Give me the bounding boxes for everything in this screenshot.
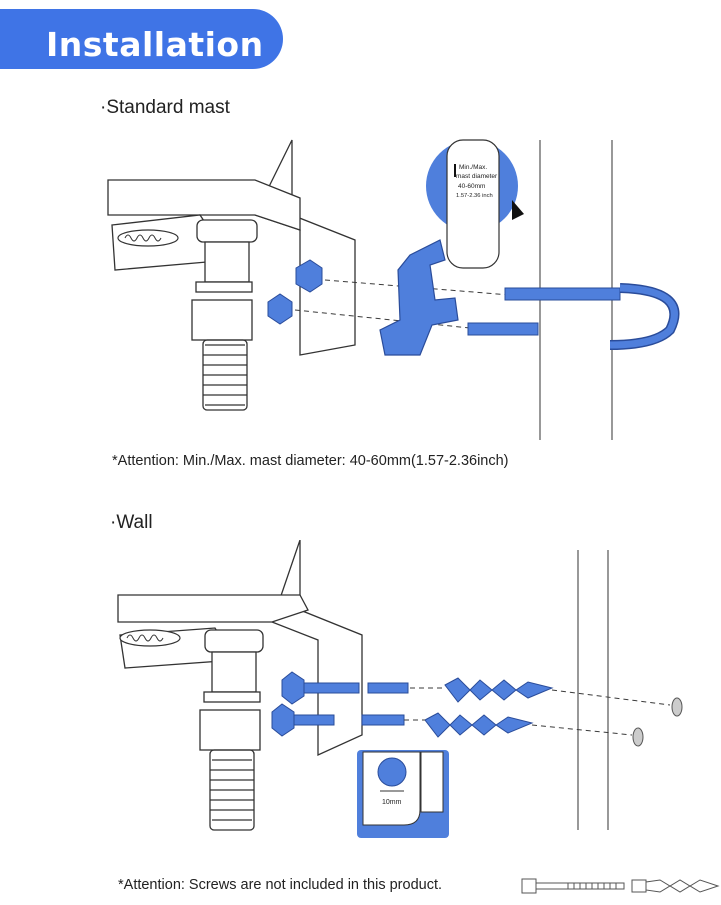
attention-note-mast: *Attention: Min./Max. mast diameter: 40-… (112, 453, 509, 469)
wall-plug-icon (424, 677, 554, 738)
hole-size-label: 10mm (382, 799, 402, 806)
grip-detail (117, 229, 179, 247)
attention-note-screws: *Attention: Screws are not included in t… (118, 877, 443, 893)
bolt-icon (271, 671, 409, 737)
u-bolt (467, 283, 680, 350)
drill-hole (632, 697, 683, 747)
nut-icon (267, 259, 323, 325)
hole-diameter-callout: 10mm (357, 750, 449, 838)
screw-and-plug-illustration (521, 878, 720, 894)
standard-mast-diagram: Min./Max. mast diameter 40-60mm 1.57-2.3… (107, 139, 680, 440)
grip-detail (119, 629, 181, 647)
wall-plug-icon (631, 879, 720, 893)
page-title: Installation (46, 25, 264, 64)
wall-diagram: 10mm (117, 540, 683, 838)
section-label-wall: ·Wall (110, 512, 153, 533)
connector (199, 629, 264, 831)
callout-line-3: 40-60mm (458, 183, 485, 190)
callout-line-2: mast diameter (456, 173, 498, 180)
section-label-standard-mast: ·Standard mast (100, 97, 230, 118)
mast-diameter-callout: Min./Max. mast diameter 40-60mm 1.57-2.3… (426, 139, 524, 269)
title-banner: Installation (0, 9, 283, 69)
connector (191, 219, 258, 411)
clamp-bracket (379, 239, 459, 356)
bolt-icon (521, 878, 625, 894)
callout-line-1: Min./Max. (459, 164, 487, 171)
callout-line-4: 1.57-2.36 inch (456, 193, 493, 199)
wall (577, 550, 609, 830)
